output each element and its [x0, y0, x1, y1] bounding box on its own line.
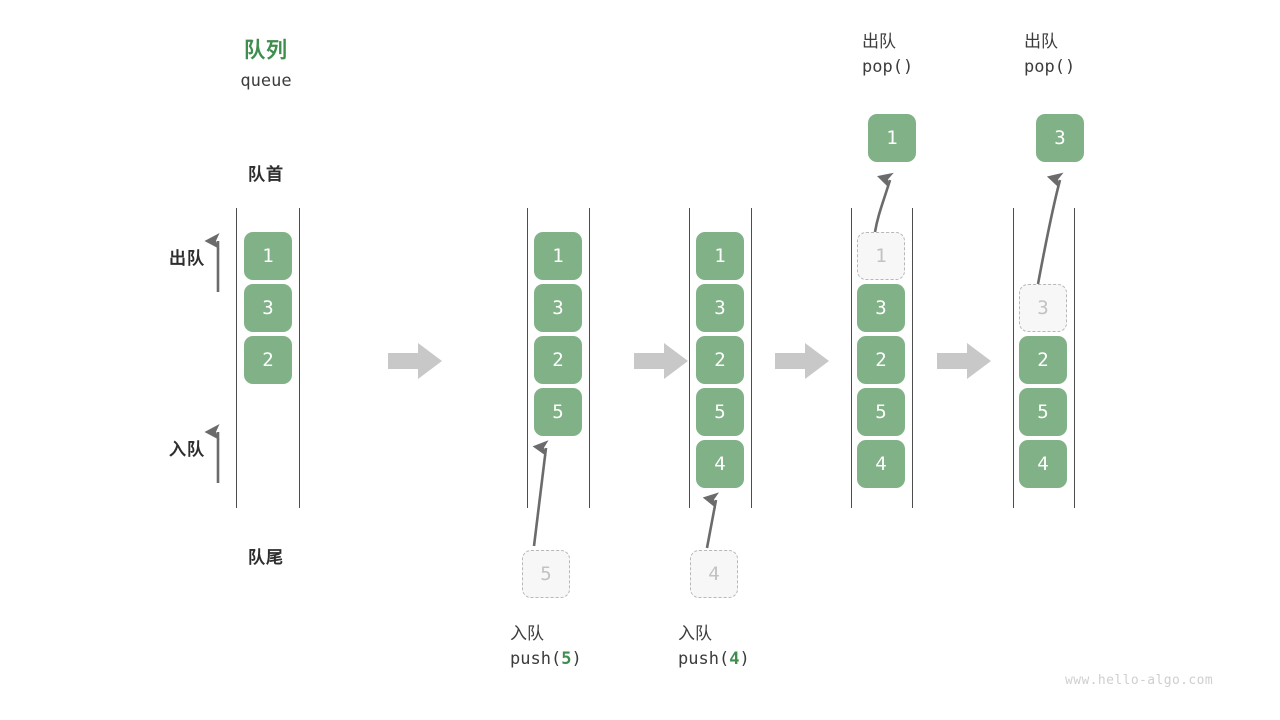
- queue-cell-new: 4: [696, 440, 744, 488]
- queue-head-label: 队首: [248, 165, 284, 185]
- push-code-suffix: ): [571, 648, 582, 669]
- push-motion-arrow-icon: [702, 492, 720, 549]
- queue-cell: 5: [857, 388, 905, 436]
- rail-right: [589, 208, 591, 508]
- push-caption-code: push(5): [510, 647, 582, 672]
- queue-cell: 4: [857, 440, 905, 488]
- push-code-arg: 5: [561, 648, 572, 669]
- push-code-arg: 4: [729, 648, 740, 669]
- popped-ghost-cell: 3: [1019, 284, 1067, 332]
- pop-motion-arrow-icon: [1036, 172, 1064, 285]
- queue-cell: 2: [244, 336, 292, 384]
- popped-cell: 1: [868, 114, 916, 162]
- push-code-suffix: ): [739, 648, 750, 669]
- rail-left: [236, 208, 238, 508]
- push-motion-arrow-icon: [532, 440, 549, 547]
- push-caption-cn: 入队: [678, 624, 712, 644]
- push-caption: 入队 push(5): [510, 622, 582, 671]
- queue-cell: 1: [534, 232, 582, 280]
- popped-cell: 3: [1036, 114, 1084, 162]
- push-caption: 入队 push(4): [678, 622, 750, 671]
- flow-arrow-icon: [388, 343, 442, 379]
- side-label-dequeue: 出队: [169, 249, 205, 269]
- push-ghost-cell: 5: [522, 550, 570, 598]
- push-caption-code: push(4): [678, 647, 750, 672]
- push-caption-cn: 入队: [510, 624, 544, 644]
- push-ghost-cell: 4: [690, 550, 738, 598]
- queue-cell: 4: [1019, 440, 1067, 488]
- diagram-title-en: queue: [240, 71, 292, 91]
- queue-cell: 3: [857, 284, 905, 332]
- queue-cell: 3: [244, 284, 292, 332]
- popped-ghost-cell: 1: [857, 232, 905, 280]
- flow-arrow-icon: [937, 343, 991, 379]
- enqueue-direction-arrow-icon: [204, 423, 220, 483]
- queue-cell: 1: [244, 232, 292, 280]
- flow-arrow-icon: [634, 343, 688, 379]
- rail-right: [751, 208, 753, 508]
- rail-left: [689, 208, 691, 508]
- queue-cell: 2: [696, 336, 744, 384]
- rail-left: [851, 208, 853, 508]
- queue-cell: 2: [1019, 336, 1067, 384]
- queue-cell: 5: [1019, 388, 1067, 436]
- dequeue-direction-arrow-icon: [204, 232, 220, 292]
- pop-caption-cn: 出队: [862, 32, 896, 52]
- pop-caption-cn: 出队: [1024, 32, 1058, 52]
- diagram-title-cn: 队列: [244, 38, 288, 62]
- side-label-enqueue: 入队: [169, 440, 205, 460]
- queue-cell: 3: [534, 284, 582, 332]
- queue-cell: 2: [534, 336, 582, 384]
- pop-motion-arrow-icon: [873, 172, 894, 233]
- queue-cell: 3: [696, 284, 744, 332]
- rail-left: [527, 208, 529, 508]
- push-code-prefix: push(: [678, 648, 730, 669]
- queue-cell: 5: [696, 388, 744, 436]
- rail-right: [299, 208, 301, 508]
- queue-cell: 2: [857, 336, 905, 384]
- queue-cell-new: 5: [534, 388, 582, 436]
- pop-caption: 出队 pop(): [862, 30, 913, 79]
- rail-right: [912, 208, 914, 508]
- pop-caption-code: pop(): [862, 56, 914, 77]
- push-code-prefix: push(: [510, 648, 562, 669]
- rail-right: [1074, 208, 1076, 508]
- queue-tail-label: 队尾: [248, 548, 284, 568]
- flow-arrow-icon: [775, 343, 829, 379]
- watermark: www.hello-algo.com: [1065, 673, 1214, 688]
- pop-caption: 出队 pop(): [1024, 30, 1075, 79]
- queue-cell: 1: [696, 232, 744, 280]
- rail-left: [1013, 208, 1015, 508]
- pop-caption-code: pop(): [1024, 56, 1076, 77]
